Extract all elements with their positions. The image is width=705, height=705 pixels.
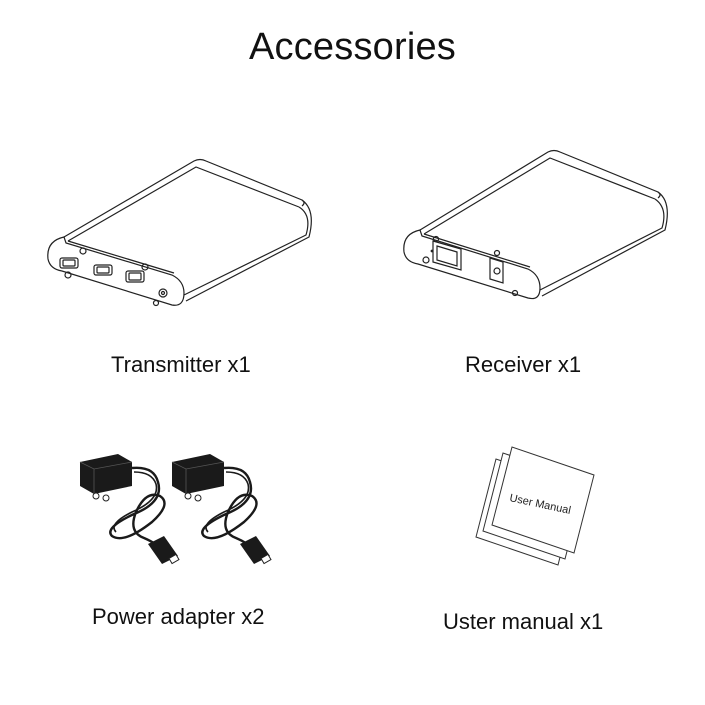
receiver-device-icon [400,148,670,303]
user-manual-icon: User Manual [466,445,606,570]
transmitter-device-icon [44,155,314,307]
page-title: Accessories [248,26,457,68]
power-adapter-label: Power adapter x2 [92,604,265,629]
transmitter-label: Transmitter x1 [111,352,251,377]
receiver-label: Receiver x1 [465,352,582,377]
power-adapter-icon [74,452,294,572]
user-manual-label: Uster manual x1 [443,609,604,634]
